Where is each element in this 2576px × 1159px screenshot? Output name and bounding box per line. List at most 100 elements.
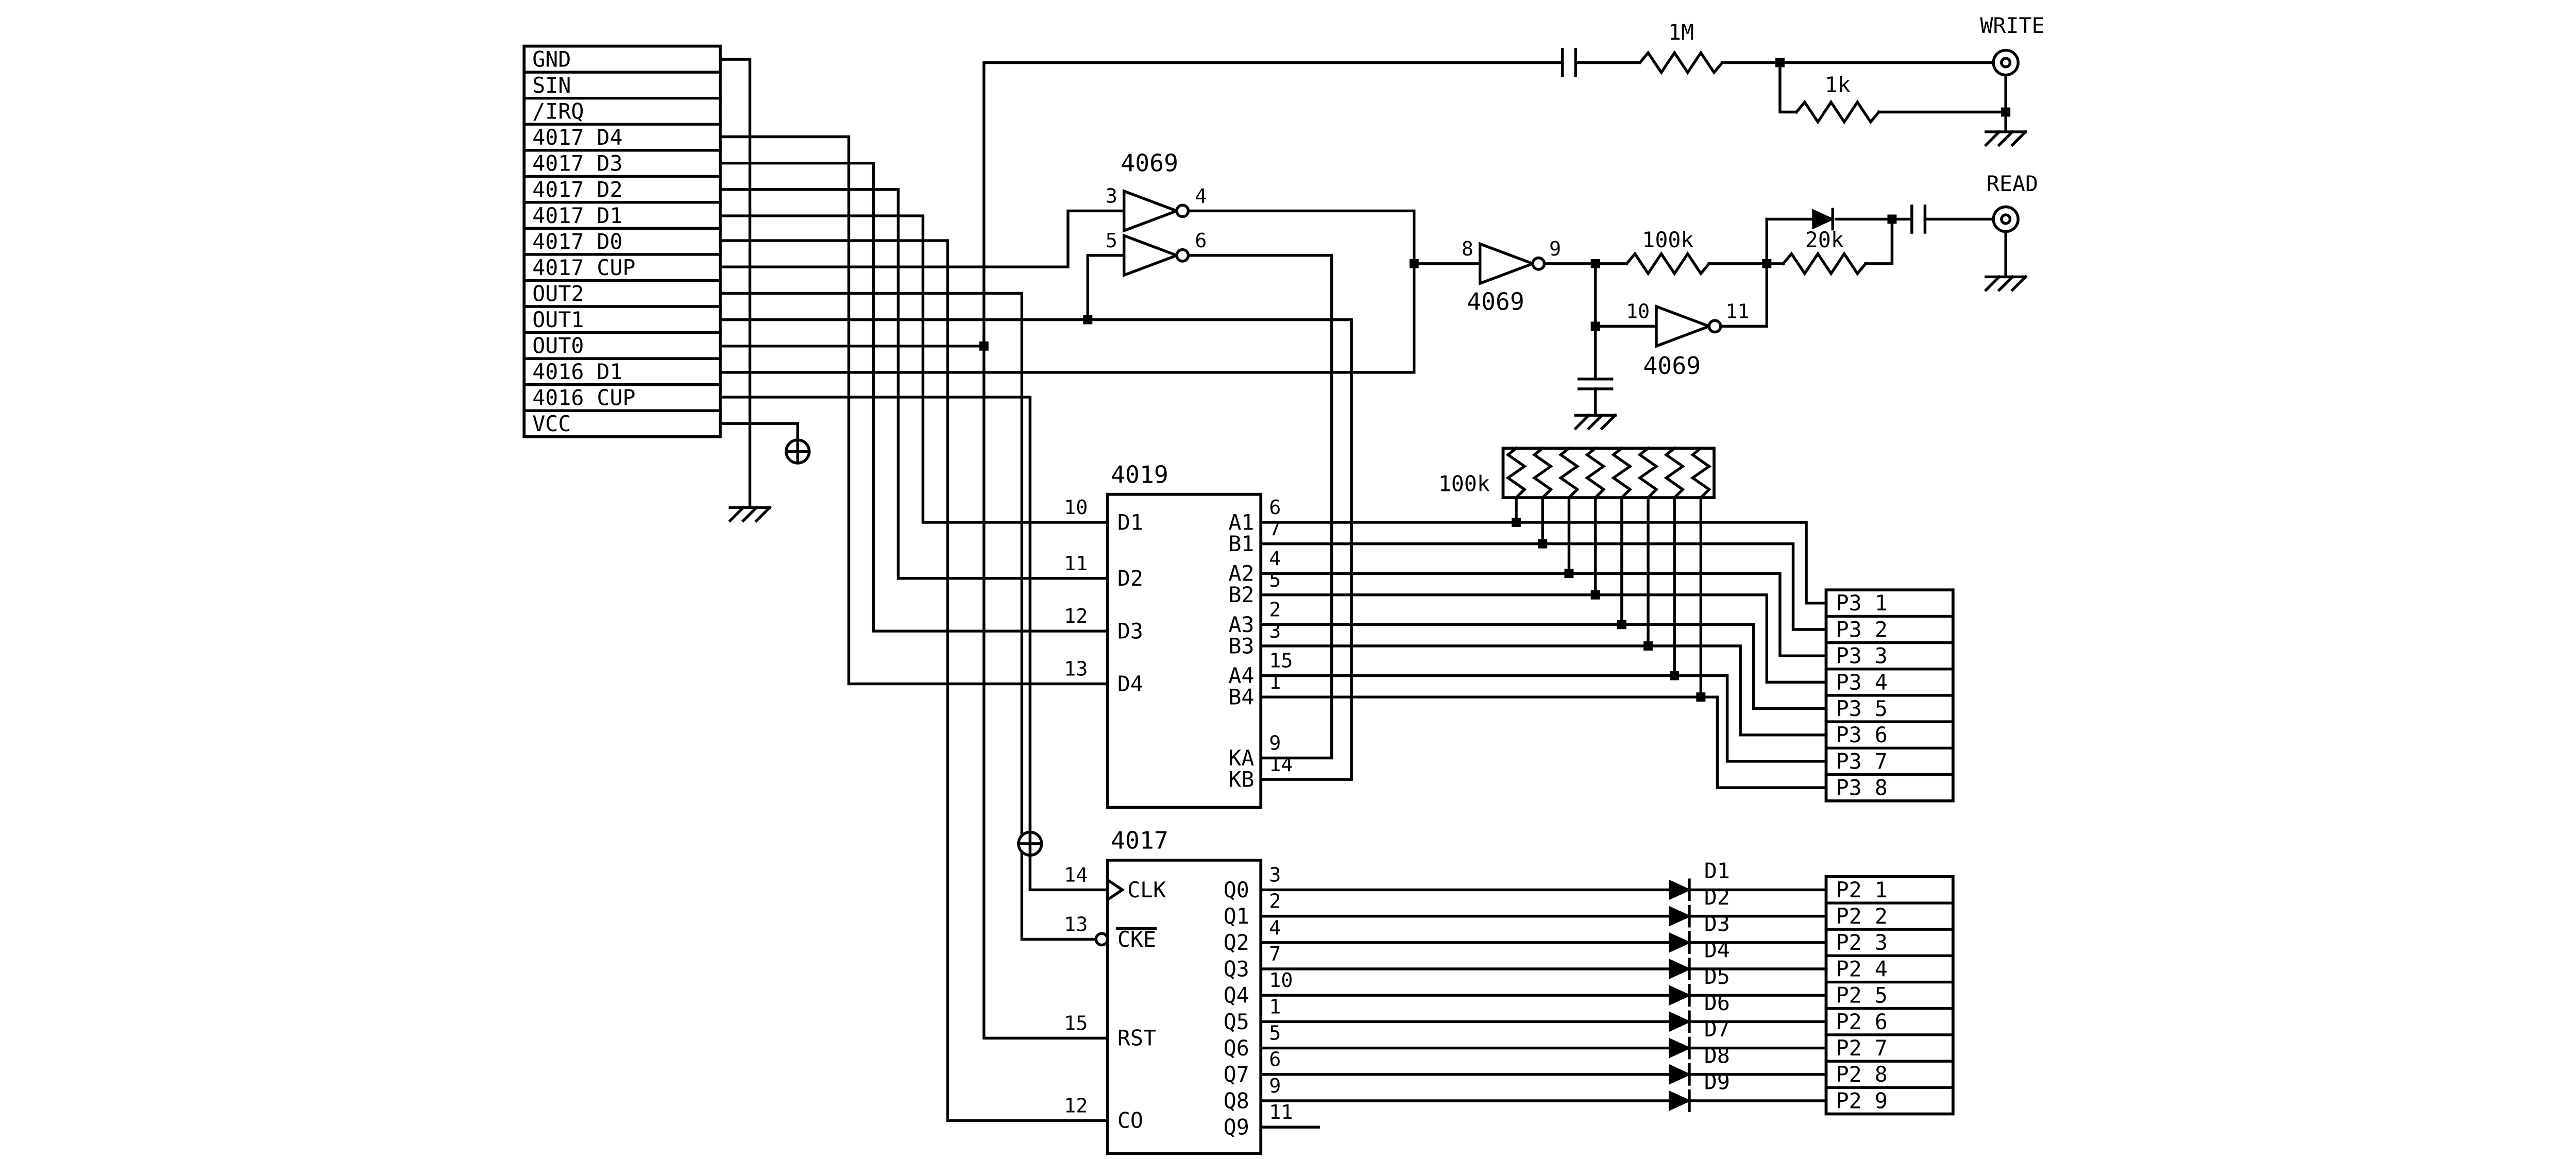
read-jack-icon (1993, 207, 2018, 231)
pin-number: 6 (1269, 496, 1281, 519)
wire-a4-p3 (1259, 674, 1828, 763)
pin-label: CO (1117, 1108, 1143, 1133)
wire-20k-up (1864, 217, 1894, 265)
diode-d4-icon (1670, 959, 1689, 979)
inverter1-symbol (1122, 189, 1181, 233)
pin-label: KB (1228, 767, 1254, 792)
capacitors (1561, 48, 1927, 390)
pin-number: 4 (1269, 547, 1281, 570)
network-r1 (1505, 446, 1527, 500)
diode-d8-icon (1670, 1065, 1689, 1084)
pin-number: 9 (1269, 1075, 1281, 1098)
pin-number: 2 (1269, 598, 1281, 621)
ground-symbol-icon (730, 507, 770, 521)
inverter1-bubble-icon (1175, 203, 1190, 218)
connector-pin-label: 4017 D2 (532, 177, 622, 202)
diode-d2-icon (1670, 906, 1689, 926)
p2-row-label: P2 3 (1836, 930, 1888, 955)
wire-a1-p3 (1259, 521, 1828, 605)
wire-4017cup-inv1 (719, 209, 1126, 268)
pin-label: B3 (1228, 633, 1254, 658)
pin-number: 1 (1269, 671, 1281, 694)
pin-label: D2 (1117, 566, 1143, 591)
p2-row-label: P2 5 (1836, 983, 1888, 1008)
p2-row-label: P2 7 (1836, 1035, 1888, 1061)
diode-label: D2 (1704, 884, 1730, 910)
connector-pin-label: 4017 D0 (532, 229, 622, 254)
network-r8 (1690, 446, 1712, 500)
diode-d5-icon (1670, 985, 1689, 1005)
inverter-labels: 4069 4069 4069 3 4 5 6 8 9 10 11 (1106, 149, 1750, 380)
pin-label: A3 (1228, 612, 1254, 637)
ic-4069-label: 4069 (1467, 287, 1524, 315)
filter-capacitor (1577, 378, 1614, 390)
pin-label: A4 (1228, 663, 1254, 688)
pin-label: Q9 (1224, 1114, 1249, 1139)
diode-d9-icon (1670, 1091, 1689, 1111)
p3-row-label: P3 7 (1836, 748, 1888, 774)
ic4017-labels: 4017 14 13 15 12 CLK CKE RST CO Q0 Q1 Q2… (1064, 826, 1293, 1139)
wire-network-leads (1515, 496, 1703, 698)
pin-label: Q0 (1224, 877, 1249, 902)
pin-number: 15 (1064, 1012, 1088, 1035)
pin-label: RST (1117, 1026, 1156, 1051)
pin-number: 5 (1269, 569, 1281, 592)
wire-b4-p3 (1259, 695, 1828, 789)
connector-box (522, 44, 722, 438)
resistor-100k (1624, 251, 1711, 276)
pin-number: 3 (1269, 620, 1281, 643)
diode-label: D4 (1704, 938, 1730, 963)
inverter2-symbol (1122, 233, 1181, 278)
inverter-pin-number: 6 (1195, 229, 1207, 252)
pin-label: B4 (1228, 685, 1254, 710)
ic4019-box (1106, 492, 1263, 809)
diode-label: D9 (1704, 1069, 1730, 1095)
pin-label: Q5 (1224, 1009, 1249, 1034)
pin-number: 7 (1269, 943, 1281, 966)
wire-4016d1-inv1out (719, 209, 1416, 374)
connector-dividers (522, 71, 722, 412)
pin-number: 10 (1269, 969, 1293, 992)
wire-a3-p3 (1259, 623, 1828, 710)
pin-label: CLK (1127, 877, 1166, 902)
connector-pin-label: OUT2 (532, 281, 584, 306)
pin-label: Q6 (1224, 1035, 1249, 1061)
diode-label: D5 (1704, 964, 1730, 989)
p2-row-label: P2 9 (1836, 1088, 1888, 1113)
inverter-pin-number: 10 (1626, 300, 1650, 323)
resistor-20k (1781, 251, 1868, 276)
inverter-pin-number: 11 (1725, 300, 1749, 323)
pin-label: D3 (1117, 619, 1143, 644)
diode-label: D3 (1704, 911, 1730, 936)
inverter-pin-number: 5 (1106, 229, 1117, 252)
network-r6 (1637, 446, 1659, 500)
wire-a2-p3 (1259, 572, 1828, 657)
clock-wedge-icon (1105, 878, 1125, 902)
pin-label: CKE (1117, 927, 1156, 952)
p2-row-label: P2 8 (1836, 1062, 1888, 1087)
network-r5 (1611, 446, 1633, 500)
wire-b2-p3 (1259, 593, 1828, 684)
pin-label: Q8 (1224, 1088, 1249, 1113)
pin-label: A1 (1228, 509, 1254, 535)
resistor-1k-label: 1k (1825, 72, 1851, 97)
p2-row-label: P2 2 (1836, 904, 1888, 929)
resistor-network-box (1501, 447, 1716, 499)
connector-pin-label: 4017 D1 (532, 203, 622, 228)
ground-symbol-icon (1986, 277, 2026, 290)
ic4017-name: 4017 (1111, 826, 1168, 854)
pin-label: KA (1228, 745, 1254, 771)
inverter-pin-number: 4 (1195, 184, 1207, 208)
p2-connector-box (1824, 875, 1955, 1116)
ic-4069-label: 4069 (1643, 352, 1701, 380)
connector-pin-label: GND (532, 47, 571, 72)
clock-terminal-icon (1019, 832, 1042, 855)
pin-number: 12 (1064, 605, 1088, 628)
resistor-1m-label: 1M (1668, 20, 1694, 45)
network-r3 (1558, 446, 1580, 500)
p2-row-label: P2 6 (1836, 1009, 1888, 1034)
inverter4-symbol (1655, 304, 1714, 348)
connector-pin-label: 4016 D1 (532, 359, 622, 384)
read-jack-label: READ (1987, 171, 2038, 196)
